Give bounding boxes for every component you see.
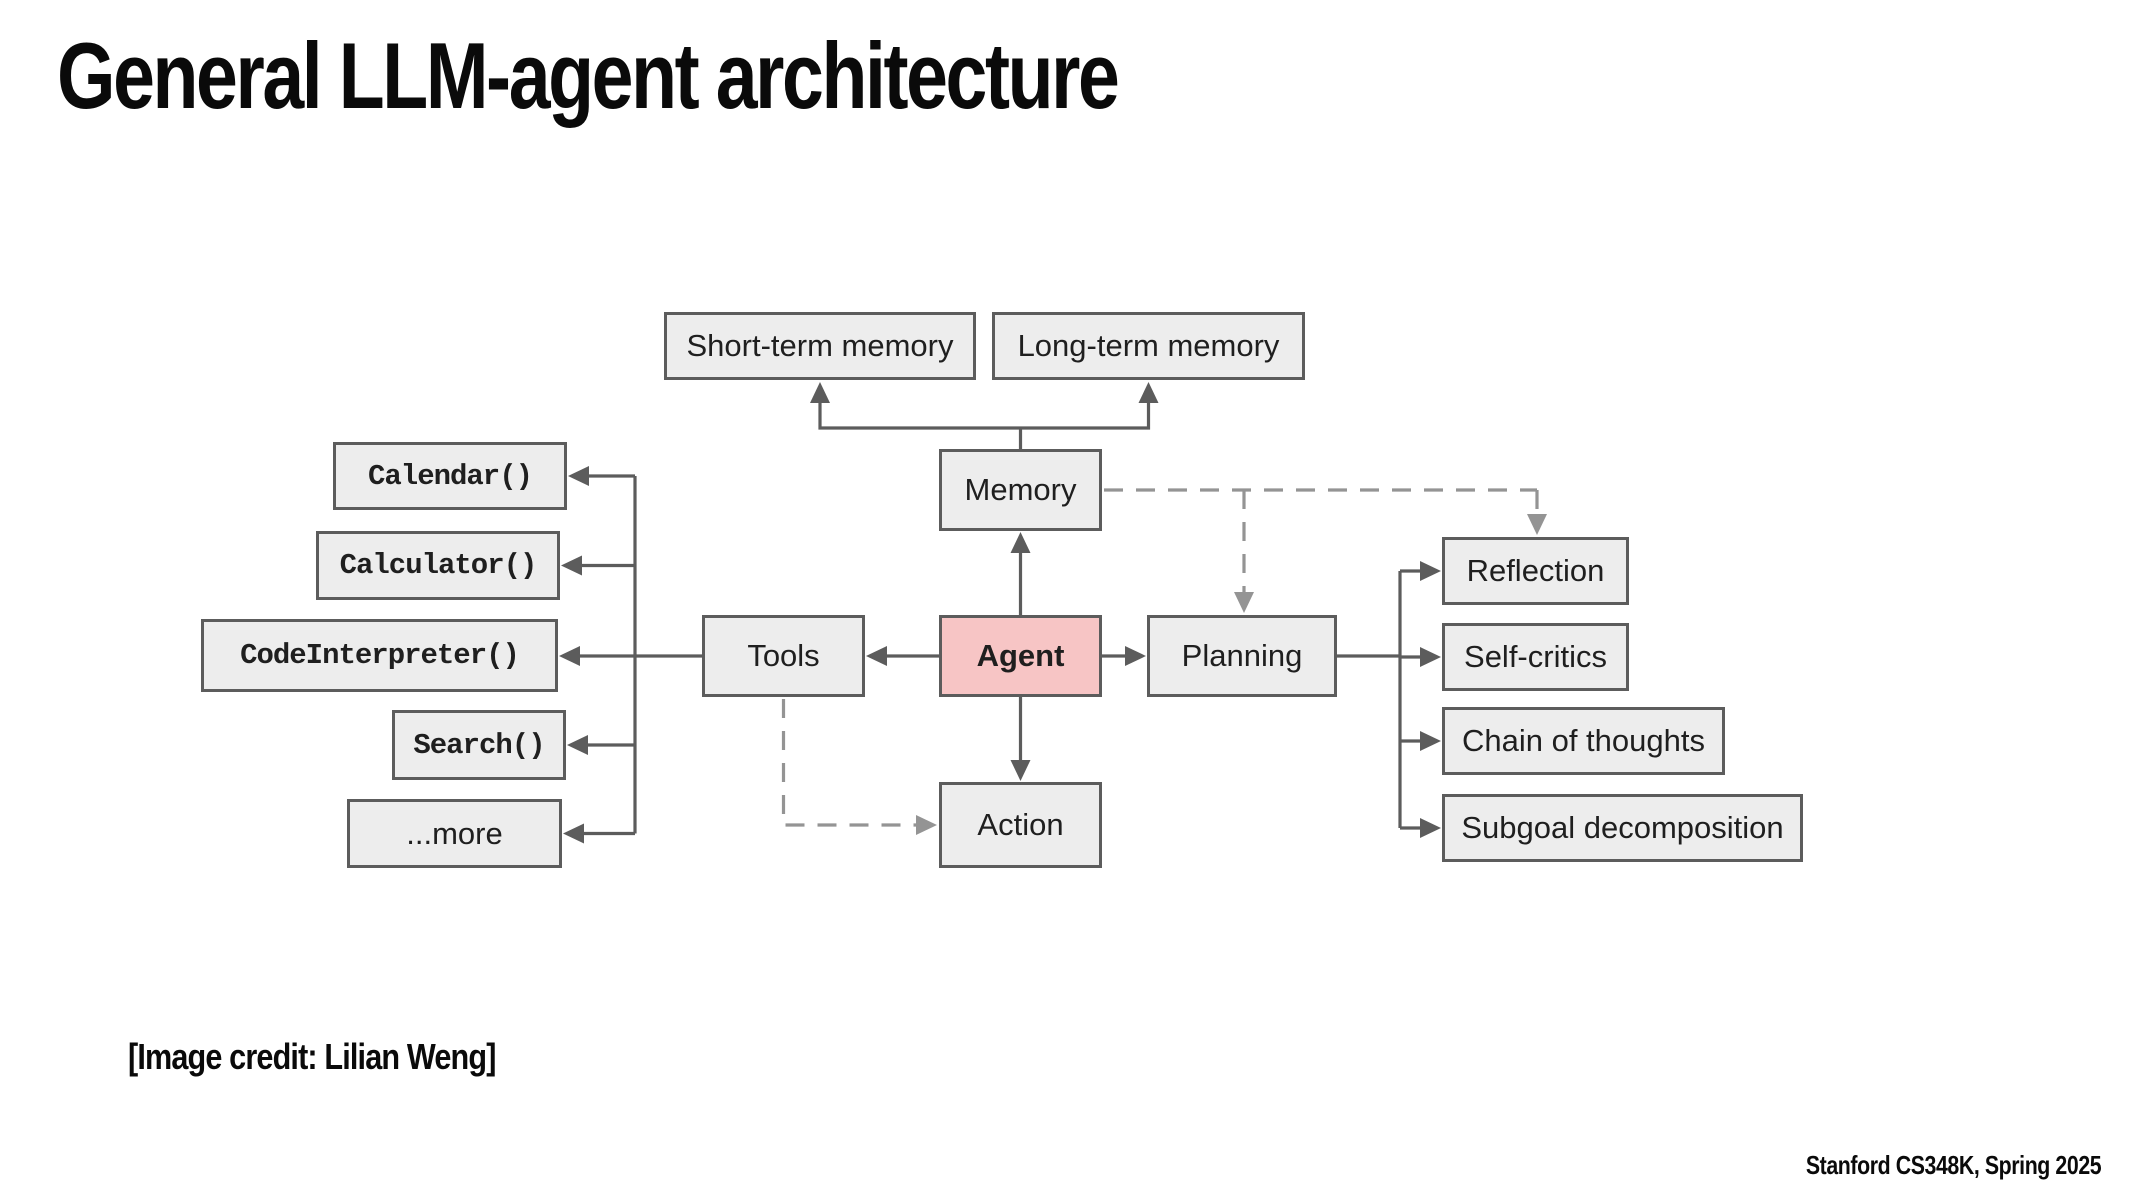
node-more: ...more xyxy=(347,799,562,868)
node-calculator: Calculator() xyxy=(316,531,560,600)
arrow-memory-to-reflection-dashed xyxy=(1527,514,1547,535)
arrow-agent-to-memory xyxy=(1010,532,1031,553)
node-action: Action xyxy=(939,782,1102,868)
arrow-tools-to-action-dashed xyxy=(916,815,937,835)
node-calendar: Calendar() xyxy=(333,442,567,510)
node-planning: Planning xyxy=(1147,615,1337,697)
course-footer: Stanford CS348K, Spring 2025 xyxy=(1805,1150,2102,1180)
arrow-memory-to-long-term xyxy=(1138,382,1159,403)
node-chain-of-thoughts: Chain of thoughts xyxy=(1442,707,1725,775)
arrow-agent-to-tools xyxy=(866,646,887,666)
arrow-planning-to-subgoal xyxy=(1420,818,1441,838)
arrow-memory-to-short-term xyxy=(810,382,830,403)
arrow-tools-to-more xyxy=(563,823,584,844)
node-agent: Agent xyxy=(939,615,1102,697)
arrow-tools-to-codeinterpreter xyxy=(559,646,580,666)
node-self-critics: Self-critics xyxy=(1442,623,1629,691)
node-reflection: Reflection xyxy=(1442,537,1629,605)
dashed-connector-lines xyxy=(781,488,1547,835)
node-memory: Memory xyxy=(939,449,1102,531)
page-title: General LLM-agent architecture xyxy=(57,23,1120,128)
node-short-term-memory: Short-term memory xyxy=(664,312,976,380)
arrow-tools-to-calendar xyxy=(568,466,589,486)
arrow-planning-to-self-critics xyxy=(1420,647,1441,667)
node-tools: Tools xyxy=(702,615,865,697)
node-search: Search() xyxy=(392,710,566,780)
arrow-agent-to-planning xyxy=(1125,646,1146,666)
node-subgoal-decomposition: Subgoal decomposition xyxy=(1442,794,1803,862)
solid-connector-lines xyxy=(559,382,1441,844)
node-code-interpreter: CodeInterpreter() xyxy=(201,619,558,692)
node-long-term-memory: Long-term memory xyxy=(992,312,1305,380)
arrow-agent-to-action xyxy=(1010,760,1031,781)
arrow-planning-to-reflection xyxy=(1420,561,1441,581)
arrow-tools-to-calculator xyxy=(561,555,582,576)
arrow-memory-to-planning-dashed xyxy=(1234,592,1254,613)
arrow-tools-to-search xyxy=(567,735,588,755)
image-credit: [Image credit: Lilian Weng] xyxy=(128,1036,496,1077)
arrow-planning-to-chain xyxy=(1420,731,1441,751)
